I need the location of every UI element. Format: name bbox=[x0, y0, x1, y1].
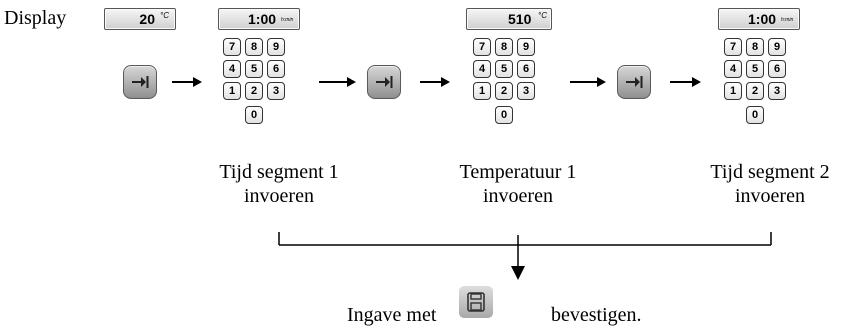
step1-lcd-unit: h:min bbox=[281, 17, 294, 23]
enter-key-icon bbox=[376, 76, 393, 88]
keypad-key[interactable]: 8 bbox=[746, 38, 764, 56]
keypad-key[interactable]: 0 bbox=[245, 106, 263, 124]
step1-lcd: 1:00 h:min bbox=[218, 8, 300, 30]
step3-caption: Tijd segment 2 invoeren bbox=[680, 160, 859, 208]
step3-caption-line2: invoeren bbox=[735, 185, 805, 207]
arrow-right-icon bbox=[172, 77, 202, 87]
confirm-text-after: bevestigen. bbox=[551, 304, 642, 326]
arrow-right-icon bbox=[570, 77, 606, 87]
keypad-key[interactable]: 8 bbox=[495, 38, 513, 56]
enter-key-button-1[interactable] bbox=[123, 65, 157, 99]
step3-lcd-value: 1:00 bbox=[748, 11, 777, 27]
keypad-key[interactable]: 3 bbox=[267, 82, 285, 100]
keypad-key[interactable]: 4 bbox=[724, 60, 742, 78]
keypad-key[interactable]: 3 bbox=[517, 82, 535, 100]
arrow-right-icon bbox=[420, 77, 450, 87]
step2-lcd-unit: °C bbox=[538, 11, 547, 20]
keypad-key[interactable]: 5 bbox=[495, 60, 513, 78]
keypad-key[interactable]: 6 bbox=[768, 60, 786, 78]
keypad-key[interactable]: 1 bbox=[724, 82, 742, 100]
keypad-key[interactable]: 9 bbox=[768, 38, 786, 56]
keypad-key[interactable]: 6 bbox=[517, 60, 535, 78]
display-value: 20 bbox=[139, 11, 155, 27]
keypad-key[interactable]: 7 bbox=[473, 38, 491, 56]
enter-key-button-3[interactable] bbox=[617, 65, 651, 99]
display-unit: °C bbox=[160, 11, 169, 20]
arrow-right-icon bbox=[670, 77, 701, 87]
keypad-key[interactable]: 5 bbox=[245, 60, 263, 78]
keypad-key[interactable]: 0 bbox=[746, 106, 764, 124]
keypad-key[interactable]: 4 bbox=[473, 60, 491, 78]
step3-caption-line1: Tijd segment 2 bbox=[710, 161, 830, 183]
keypad-key[interactable]: 1 bbox=[223, 82, 241, 100]
step1-caption: Tijd segment 1 invoeren bbox=[189, 160, 369, 208]
step2-caption-line2: invoeren bbox=[483, 185, 553, 207]
keypad-key[interactable]: 0 bbox=[495, 106, 513, 124]
keypad-key[interactable]: 9 bbox=[517, 38, 535, 56]
step3-lcd: 1:00 h:min bbox=[718, 8, 800, 30]
step1-lcd-value: 1:00 bbox=[248, 11, 277, 27]
arrow-right-icon bbox=[319, 77, 356, 87]
step2-caption-line1: Temperatuur 1 bbox=[459, 161, 577, 183]
step2-caption: Temperatuur 1 invoeren bbox=[428, 160, 608, 208]
step1-caption-line2: invoeren bbox=[244, 185, 314, 207]
confirm-text-before: Ingave met bbox=[347, 304, 437, 326]
display-lcd: 20 °C bbox=[104, 8, 176, 30]
keypad-key[interactable]: 7 bbox=[223, 38, 241, 56]
keypad-key[interactable]: 7 bbox=[724, 38, 742, 56]
step2-lcd: 510 °C bbox=[466, 8, 552, 30]
save-button[interactable] bbox=[459, 286, 493, 318]
bracket-connector bbox=[278, 232, 772, 280]
step1-caption-line1: Tijd segment 1 bbox=[219, 161, 339, 183]
keypad-key[interactable]: 3 bbox=[768, 82, 786, 100]
keypad-key[interactable]: 1 bbox=[473, 82, 491, 100]
enter-key-button-2[interactable] bbox=[367, 65, 401, 99]
keypad-key[interactable]: 5 bbox=[746, 60, 764, 78]
keypad-key[interactable]: 2 bbox=[245, 82, 263, 100]
keypad-key[interactable]: 2 bbox=[495, 82, 513, 100]
enter-key-icon bbox=[132, 76, 149, 88]
step2-lcd-value: 510 bbox=[508, 11, 532, 27]
keypad-key[interactable]: 4 bbox=[223, 60, 241, 78]
keypad-key[interactable]: 9 bbox=[267, 38, 285, 56]
keypad-key[interactable]: 6 bbox=[267, 60, 285, 78]
enter-key-icon bbox=[626, 76, 643, 88]
step3-lcd-unit: h:min bbox=[781, 17, 794, 23]
save-icon bbox=[467, 292, 485, 312]
display-label: Display bbox=[4, 7, 67, 29]
keypad-key[interactable]: 8 bbox=[245, 38, 263, 56]
keypad-key[interactable]: 2 bbox=[746, 82, 764, 100]
